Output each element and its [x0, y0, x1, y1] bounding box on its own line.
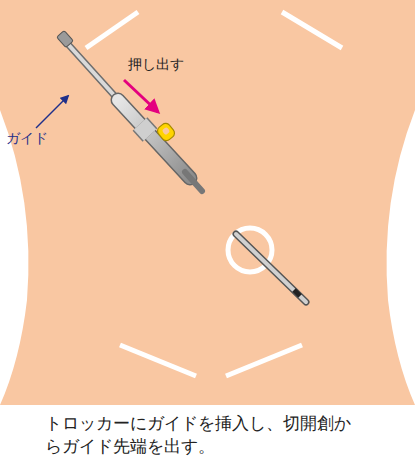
trocar — [57, 30, 202, 191]
body-mark — [120, 345, 196, 376]
torso — [0, 0, 415, 405]
body-mark — [282, 12, 342, 48]
leader-arrow — [36, 96, 68, 128]
guide-tip-outline — [236, 234, 306, 302]
body-mark — [86, 12, 138, 48]
stopcock-hole — [162, 127, 170, 135]
body-marks — [86, 12, 342, 376]
stopcock — [155, 121, 176, 142]
push-arrow — [124, 80, 158, 112]
guide-cap — [57, 30, 74, 47]
guide-tip — [236, 234, 306, 302]
trocar-housing — [140, 124, 150, 135]
cannula — [185, 172, 202, 191]
trocar-body-outline — [118, 100, 190, 178]
action-label: 押し出す — [128, 56, 184, 73]
caption: トロッカーにガイドを挿入し、切開創からガイド先端を出す。 — [45, 412, 365, 458]
guide-tip-band — [294, 290, 300, 296]
trocar-body — [118, 100, 190, 178]
trocar-housing-outline — [140, 124, 150, 135]
body-mark — [226, 345, 302, 376]
part-label: ガイド — [6, 130, 48, 147]
